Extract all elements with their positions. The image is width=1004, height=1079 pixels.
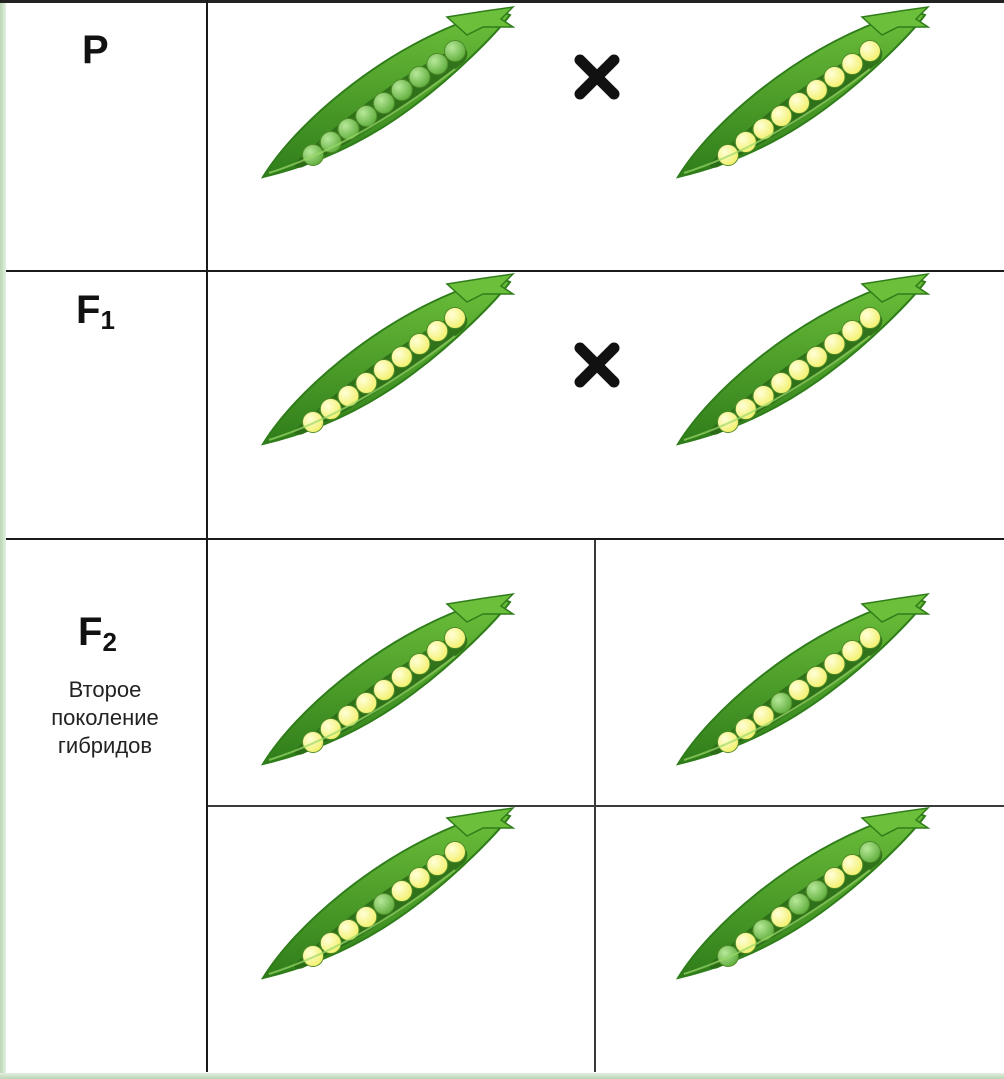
row-label-p: P [82, 30, 109, 73]
green-pea [718, 946, 739, 967]
row-label-f1-subscript: 1 [100, 305, 114, 335]
yellow-pea [860, 308, 881, 329]
yellow-pea [735, 933, 756, 954]
yellow-pea [374, 680, 395, 701]
f2-caption: Второе поколение гибридов [30, 676, 180, 760]
yellow-pea [789, 360, 810, 381]
yellow-pea [320, 399, 341, 420]
yellow-pea [320, 719, 341, 740]
yellow-pea [374, 360, 395, 381]
pea-pod-p-green [255, 5, 515, 185]
yellow-pea [445, 308, 466, 329]
green-pea [320, 132, 341, 153]
yellow-pea [427, 641, 448, 662]
yellow-pea [842, 54, 863, 75]
green-pea [771, 693, 792, 714]
yellow-pea [842, 641, 863, 662]
row-label-f2-subscript: 2 [102, 627, 116, 657]
yellow-pea [789, 680, 810, 701]
yellow-pea [303, 732, 324, 753]
green-pea [445, 41, 466, 62]
yellow-pea [303, 946, 324, 967]
yellow-pea [753, 386, 774, 407]
yellow-pea [409, 868, 430, 889]
yellow-pea [806, 80, 827, 101]
yellow-pea [753, 119, 774, 140]
cross-icon [572, 52, 622, 102]
green-pea [789, 894, 810, 915]
pea-pod-f2-top-left [255, 592, 515, 772]
bottom-border [0, 1073, 1004, 1079]
green-pea [806, 881, 827, 902]
yellow-pea [356, 907, 377, 928]
yellow-pea [320, 933, 341, 954]
yellow-pea [806, 667, 827, 688]
yellow-pea [445, 628, 466, 649]
yellow-pea [427, 321, 448, 342]
green-pea [427, 54, 448, 75]
yellow-pea [824, 67, 845, 88]
row-label-f1-text: F [76, 288, 100, 332]
yellow-pea [789, 93, 810, 114]
pea-pod-f2-bottom-left [255, 806, 515, 986]
green-pea [374, 894, 395, 915]
row-label-f2-text: F [78, 610, 102, 654]
yellow-pea [409, 654, 430, 675]
caption-line: Второе [30, 676, 180, 704]
green-pea [753, 920, 774, 941]
yellow-pea [718, 732, 739, 753]
green-pea [303, 145, 324, 166]
yellow-pea [735, 399, 756, 420]
row-label-p-text: P [82, 28, 109, 72]
yellow-pea [445, 842, 466, 863]
pea-pod-f1-left [255, 272, 515, 452]
yellow-pea [718, 145, 739, 166]
green-pea [374, 93, 395, 114]
yellow-pea [771, 907, 792, 928]
cross-icon [572, 340, 622, 390]
yellow-pea [391, 347, 412, 368]
label-column-divider [206, 0, 208, 1072]
yellow-pea [771, 373, 792, 394]
yellow-pea [303, 412, 324, 433]
green-pea [391, 80, 412, 101]
yellow-pea [824, 334, 845, 355]
yellow-pea [391, 881, 412, 902]
yellow-pea [842, 855, 863, 876]
yellow-pea [338, 706, 359, 727]
pea-pod-f2-top-right [670, 592, 930, 772]
yellow-pea [860, 628, 881, 649]
yellow-pea [753, 706, 774, 727]
row-divider-f1-f2 [6, 538, 1004, 540]
yellow-pea [356, 693, 377, 714]
top-border [0, 0, 1004, 3]
green-pea [409, 67, 430, 88]
yellow-pea [356, 373, 377, 394]
yellow-pea [771, 106, 792, 127]
yellow-pea [842, 321, 863, 342]
caption-line: гибридов [30, 732, 180, 760]
green-pea [860, 842, 881, 863]
green-pea [338, 119, 359, 140]
yellow-pea [338, 386, 359, 407]
yellow-pea [735, 132, 756, 153]
row-label-f2: F2 [78, 612, 117, 655]
yellow-pea [338, 920, 359, 941]
green-pea [356, 106, 377, 127]
row-label-f1: F1 [76, 290, 115, 333]
yellow-pea [735, 719, 756, 740]
yellow-pea [718, 412, 739, 433]
pea-pod-p-yellow [670, 5, 930, 185]
yellow-pea [806, 347, 827, 368]
pea-pod-f1-right [670, 272, 930, 452]
yellow-pea [824, 654, 845, 675]
caption-line: поколение [30, 704, 180, 732]
yellow-pea [391, 667, 412, 688]
yellow-pea [824, 868, 845, 889]
pea-pod-f2-bottom-right [670, 806, 930, 986]
yellow-pea [409, 334, 430, 355]
yellow-pea [427, 855, 448, 876]
yellow-pea [860, 41, 881, 62]
